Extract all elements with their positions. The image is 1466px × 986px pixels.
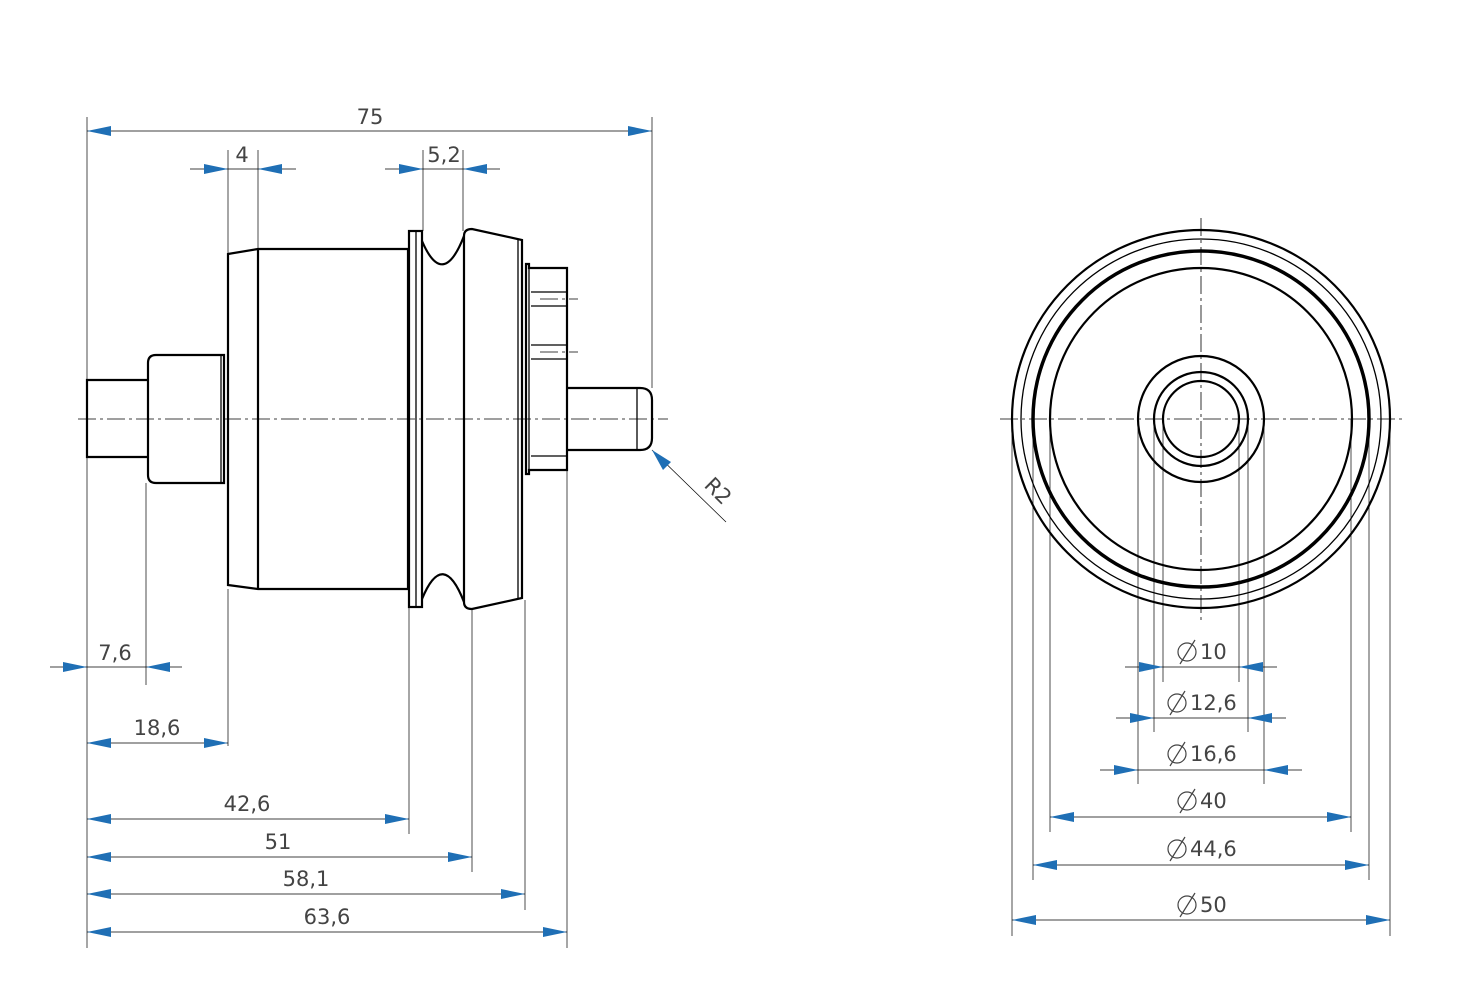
arrow: [87, 126, 111, 136]
dim-d10: 10: [1200, 640, 1227, 664]
arrow: [385, 814, 409, 824]
dim-42-6: 42,6: [224, 792, 271, 816]
dim-5-2: 5,2: [427, 143, 460, 167]
arrow: [1239, 662, 1263, 672]
arrow: [87, 814, 111, 824]
diameter-symbol-icon: [1167, 836, 1187, 862]
arrow: [63, 662, 87, 672]
side-dimension-lines: [50, 130, 727, 933]
arrow: [652, 450, 671, 470]
arrow: [501, 889, 525, 899]
arrow: [146, 662, 170, 672]
arrow: [463, 164, 487, 174]
arrow: [204, 164, 228, 174]
groove-bottom: [420, 573, 466, 603]
right-shaft: [567, 386, 654, 452]
nut: [524, 262, 569, 476]
dim-d12-6: 12,6: [1190, 691, 1237, 715]
diameter-symbol-icon: [1177, 788, 1197, 814]
side-view: 75 4 5,2 7,6 18,6 42,6 51 58,1 63,6 R2: [50, 105, 736, 948]
dim-51: 51: [265, 830, 292, 854]
pulley-ring: [462, 227, 524, 611]
radius-r2: R2: [700, 473, 737, 510]
arrow: [399, 164, 423, 174]
diameter-symbol-icon: [1177, 639, 1197, 665]
diameter-symbol-icon: [1167, 690, 1187, 716]
hub: [146, 353, 226, 485]
diameter-symbol-icon: [1177, 892, 1197, 918]
arrow: [1050, 812, 1074, 822]
dim-18-6: 18,6: [134, 716, 181, 740]
arrow: [1033, 860, 1057, 870]
diameter-symbols: [1167, 639, 1197, 918]
arrow: [87, 927, 111, 937]
left-shaft: [85, 378, 148, 459]
arrow: [204, 738, 228, 748]
arrow: [1264, 765, 1288, 775]
dim-d40: 40: [1200, 789, 1227, 813]
dim-d44-6: 44,6: [1190, 837, 1237, 861]
arrow: [258, 164, 282, 174]
arrow: [543, 927, 567, 937]
circle-d44-6: [1031, 249, 1371, 589]
arrow: [87, 852, 111, 862]
front-arrows: [1012, 662, 1390, 925]
arrow: [628, 126, 652, 136]
dim-63-6: 63,6: [304, 905, 351, 929]
arrow: [448, 852, 472, 862]
side-arrows: [63, 126, 671, 937]
arrow: [1248, 713, 1272, 723]
arrow: [1345, 860, 1369, 870]
front-extension-lines: [1011, 419, 1391, 936]
front-view: 10 12,6 16,6 40 44,6 50: [1000, 218, 1404, 936]
arrow: [1012, 915, 1036, 925]
arrow: [1366, 915, 1390, 925]
circle-d50-inner: [1020, 238, 1382, 600]
arrow: [87, 738, 111, 748]
side-extension-lines: [86, 117, 653, 948]
dim-75: 75: [357, 105, 384, 129]
dim-58-1: 58,1: [283, 867, 330, 891]
dim-d50: 50: [1200, 893, 1227, 917]
diameter-symbol-icon: [1167, 741, 1187, 767]
arrow: [1139, 662, 1163, 672]
dim-4: 4: [235, 143, 248, 167]
groove-top: [420, 235, 466, 266]
arrow: [1327, 812, 1351, 822]
dim-7-6: 7,6: [98, 641, 131, 665]
arrow: [1114, 765, 1138, 775]
dim-d16-6: 16,6: [1190, 742, 1237, 766]
arrow: [1130, 713, 1154, 723]
arrow: [87, 889, 111, 899]
